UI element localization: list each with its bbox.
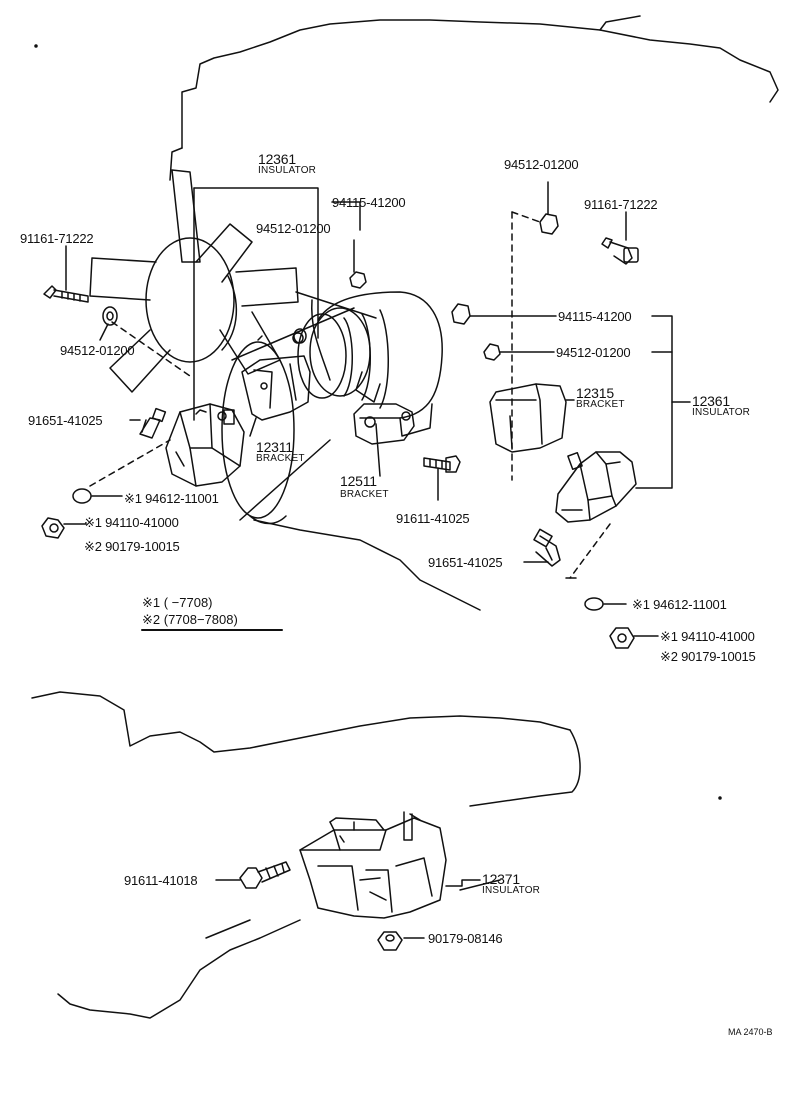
bracket-12311-icon — [242, 333, 310, 420]
insulator-right-icon — [556, 452, 636, 522]
nut-94115-left-icon — [350, 272, 366, 288]
transmission-outline-icon — [32, 692, 580, 1018]
label-91611-bottom: 91611-41018 — [124, 873, 198, 888]
label-94512-right: 94512-01200 — [556, 345, 631, 360]
legend-line-2: ※2 (7708−7808) — [142, 612, 238, 627]
washer-94612-right-icon — [585, 598, 603, 610]
label-94612-left: ※1 94612-11001 — [124, 491, 219, 506]
label-12371-name: INSULATOR — [482, 885, 541, 896]
bracket-12511-icon — [354, 404, 414, 444]
washer-94612-left-icon — [73, 489, 91, 503]
label-94612-right: ※1 94612-11001 — [632, 597, 727, 612]
nut-94110-left-icon — [42, 518, 64, 538]
label-91161-left: 91161-71222 — [20, 231, 94, 246]
label-94110-left: ※1 94110-41000 — [84, 515, 179, 530]
label-90179-left: ※2 90179-10015 — [84, 539, 180, 554]
fan-icon — [90, 170, 298, 392]
label-91651-left: 91651-41025 — [28, 413, 103, 428]
label-12315-name: BRACKET — [576, 399, 625, 410]
bolt-91161-right-icon — [602, 238, 638, 264]
label-12361-right-name: INSULATOR — [692, 407, 751, 418]
washer-94512-center-icon — [294, 329, 306, 343]
alternator-icon — [298, 292, 442, 436]
engine-block-outline — [182, 20, 778, 148]
bracket-12315-icon — [490, 384, 566, 452]
label-94110-right: ※1 94110-41000 — [660, 629, 755, 644]
nut-94110-right-icon — [610, 628, 634, 648]
nut-94512-top-right-icon — [540, 214, 558, 234]
diagram-code: MA 2470-B — [728, 1027, 773, 1037]
bolt-91611-bottom-icon — [240, 862, 290, 888]
belt-pulley-icon — [222, 292, 376, 520]
label-12361-left-num: 12361 — [258, 151, 296, 167]
bolt-91651-left-icon — [140, 409, 165, 438]
label-12311-num: 12311 — [256, 439, 293, 455]
washer-94512-left-icon — [103, 307, 117, 325]
label-12511-name: BRACKET — [340, 489, 389, 500]
bolt-91611-mid-icon — [424, 456, 460, 472]
nut-90179-bottom-icon — [378, 932, 402, 950]
bolt-91651-right-icon — [534, 529, 560, 566]
label-91651-right: 91651-41025 — [428, 555, 503, 570]
label-12315-num: 12315 — [576, 385, 614, 401]
washer-94512-right-icon — [484, 344, 500, 360]
label-91161-right: 91161-71222 — [584, 197, 658, 212]
legend-line-1: ※1 ( −7708) — [142, 595, 213, 610]
label-91611-mid: 91611-41025 — [396, 511, 470, 526]
label-90179-bottom: 90179-08146 — [428, 931, 503, 946]
label-12371-num: 12371 — [482, 871, 520, 887]
label-12311-name: BRACKET — [256, 453, 305, 464]
label-12361-left-name: INSULATOR — [258, 165, 317, 176]
label-12511-num: 12511 — [340, 473, 377, 489]
label-94512-left: 94512-01200 — [60, 343, 135, 358]
bolt-91161-left-icon — [44, 286, 88, 302]
label-94115-right: 94115-41200 — [558, 309, 632, 324]
nut-94115-right-icon — [452, 304, 470, 324]
insulator-12371-icon — [300, 812, 446, 918]
insulator-left-icon — [166, 404, 244, 486]
label-90179-right: ※2 90179-10015 — [660, 649, 756, 664]
label-12361-right-num: 12361 — [692, 393, 730, 409]
label-94512-top-right: 94512-01200 — [504, 157, 579, 172]
label-94115-left: 94115-41200 — [332, 195, 406, 210]
label-94512-top-left: 94512-01200 — [256, 221, 331, 236]
